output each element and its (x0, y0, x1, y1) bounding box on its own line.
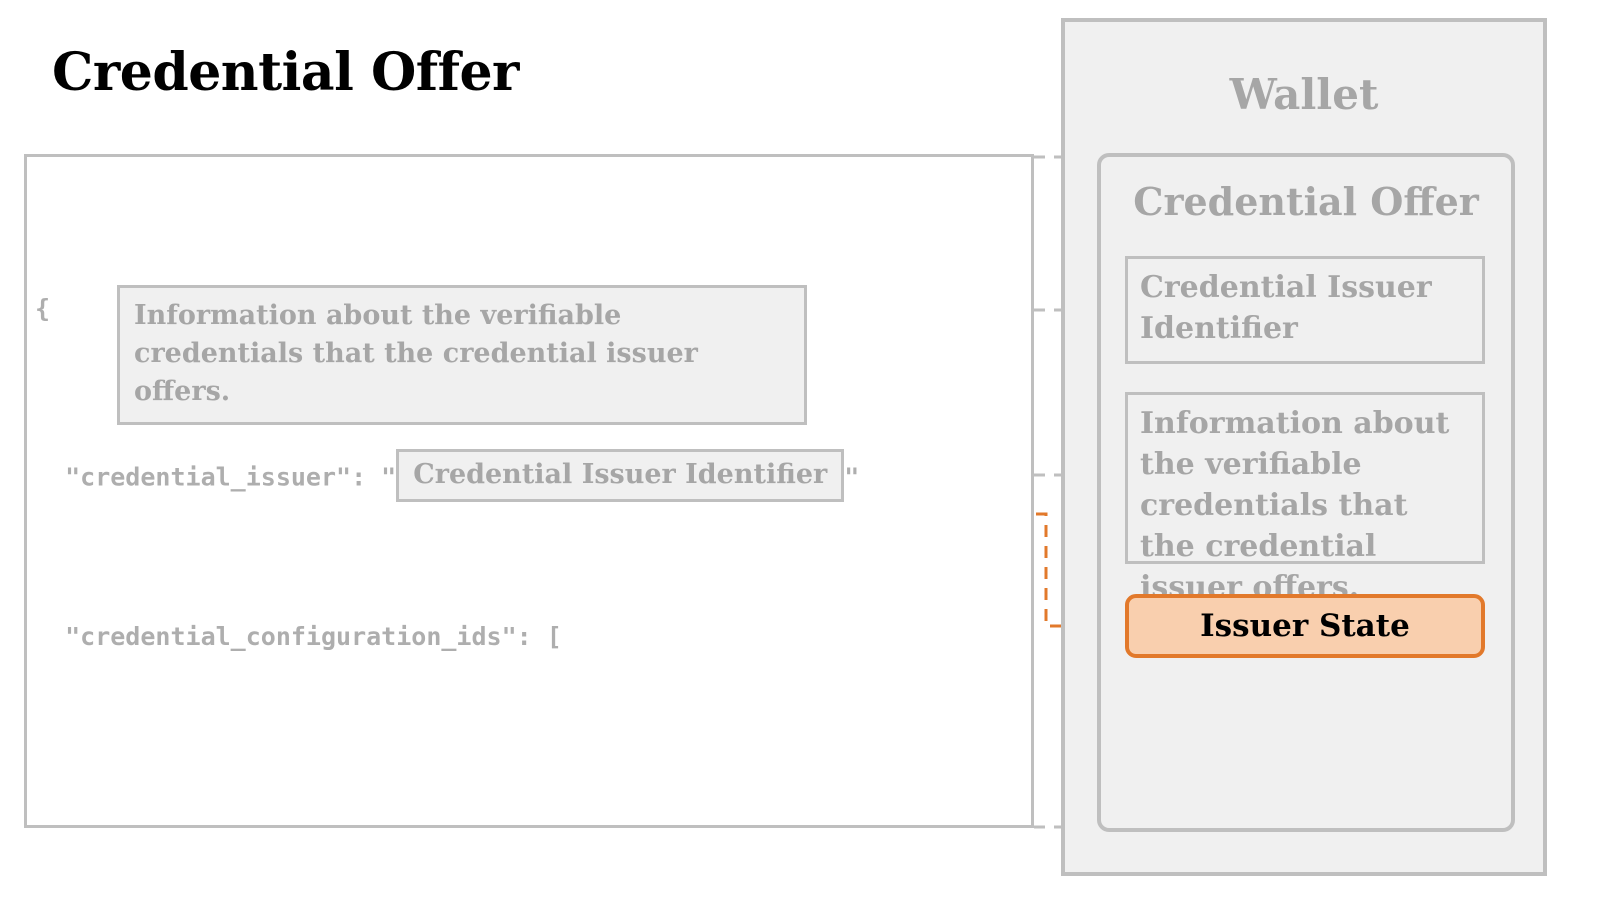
code-line-2: "credential_issuer": "Credential Issuer … (35, 449, 860, 502)
code-line-1: { (35, 288, 859, 329)
code-token: "credential_configuration_ids": [ (35, 622, 562, 651)
code-line-4 (35, 780, 859, 821)
code-token: " (844, 462, 860, 492)
wallet-item-issuer-state[interactable]: Issuer State (1125, 594, 1485, 658)
wallet-item-credential-info[interactable]: Information about the verifiable credent… (1125, 392, 1485, 605)
annotation-credential-issuer-identifier[interactable]: Credential Issuer Identifier (396, 449, 845, 502)
page-title: Credential Offer (52, 42, 519, 103)
annotation-credential-configuration-info[interactable]: Information about the verifiable credent… (117, 285, 807, 425)
wallet-credential-offer-title: Credential Offer (1133, 179, 1479, 224)
wallet-item-credential-issuer-identifier[interactable]: Credential Issuer Identifier (1125, 256, 1485, 364)
code-block: { "credential_issuer": "Credential Issue… (35, 165, 859, 900)
credential-offer-code-panel: { "credential_issuer": "Credential Issue… (24, 154, 1034, 828)
code-token: "credential_issuer": " (35, 462, 397, 492)
code-token: { (35, 294, 51, 323)
code-line-3: "credential_configuration_ids": [ (35, 616, 859, 657)
wallet-title: Wallet (1229, 70, 1379, 119)
